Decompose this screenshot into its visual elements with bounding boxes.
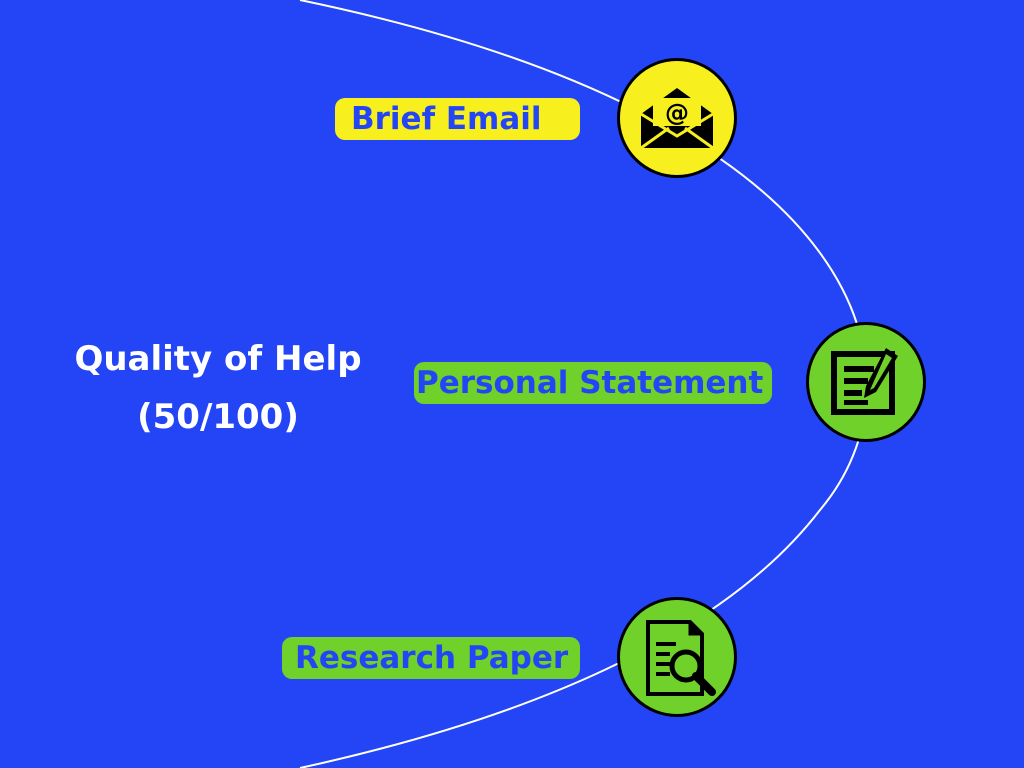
- email-node: @: [617, 58, 737, 178]
- personal-statement-node: [806, 322, 926, 442]
- diagram-title: Quality of Help (50/100): [48, 330, 388, 446]
- svg-text:@: @: [665, 99, 689, 127]
- label-research-paper: Research Paper: [282, 637, 580, 679]
- title-line-2: (50/100): [137, 397, 299, 437]
- label-brief-email: Brief Email: [335, 98, 580, 140]
- document-magnifier-icon: [646, 620, 716, 696]
- document-pencil-icon: [831, 348, 898, 415]
- email-envelope-icon: @: [640, 88, 714, 150]
- title-line-1: Quality of Help: [74, 339, 362, 379]
- research-paper-node: [617, 597, 737, 717]
- label-personal-statement: Personal Statement: [414, 362, 772, 404]
